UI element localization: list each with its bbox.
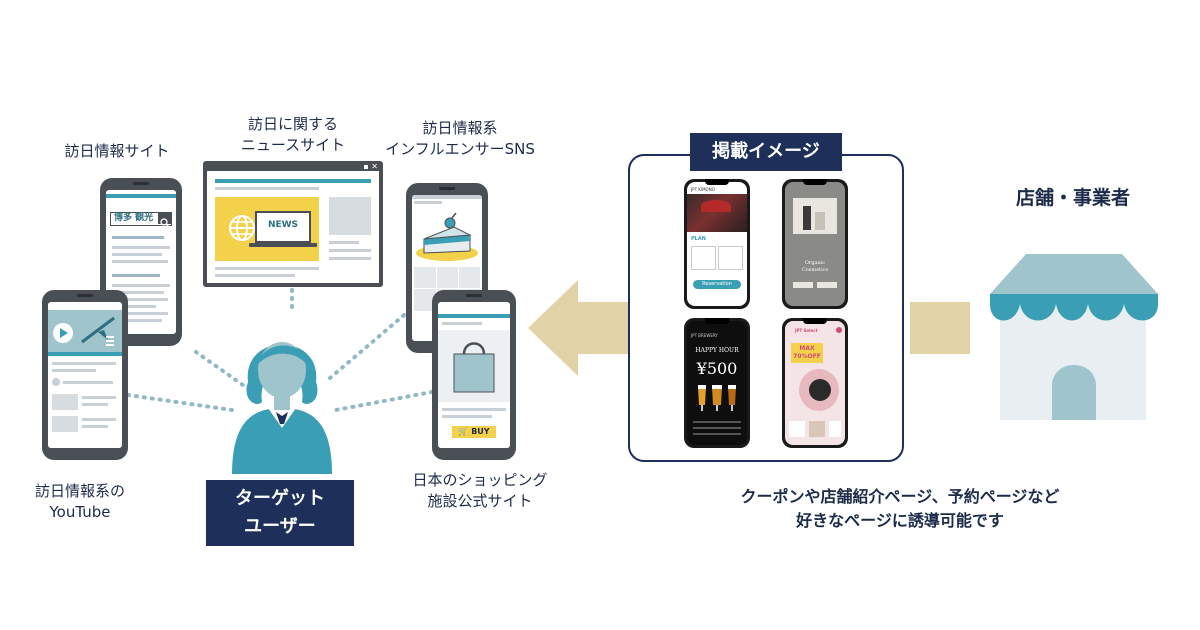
beer-glasses-icon xyxy=(698,385,736,411)
mock-cosmetics-page: Organic Cosmetics xyxy=(782,179,848,309)
play-icon xyxy=(53,323,73,343)
sns-phone xyxy=(406,183,488,353)
search-icon xyxy=(158,213,171,227)
cart-icon: 🛒 xyxy=(458,427,469,436)
mock-select-page: JPT Select MAX 70%OFF xyxy=(782,318,848,448)
cake-icon xyxy=(416,212,478,261)
search-bar: 博多 観光 xyxy=(110,212,172,227)
target-user-box: ターゲット ユーザー xyxy=(206,480,354,546)
shopping-bag-icon xyxy=(453,342,495,393)
listing-image-panel xyxy=(628,154,904,462)
search-text: 博多 観光 xyxy=(114,213,154,223)
mock-kimono-page: JPT KIMONO PLAN Reservation xyxy=(684,179,750,309)
sale-badge: MAX 70%OFF xyxy=(791,343,823,363)
flow-arrow xyxy=(528,280,970,376)
store-icon xyxy=(990,254,1158,420)
label-info-site: 訪日情報サイト xyxy=(64,142,170,160)
label-news-site: 訪日に関する ニュースサイト xyxy=(240,115,346,154)
youtube-phone xyxy=(42,290,128,460)
listing-image-title: 掲載イメージ xyxy=(690,133,842,171)
news-site-browser: ▪ ✕ NEWS xyxy=(203,161,383,287)
laptop-icon: NEWS xyxy=(255,211,311,243)
caption: クーポンや店舗紹介ページ、予約ページなど 好きなページに誘導可能です xyxy=(740,487,1060,530)
video-thumbnail xyxy=(48,310,122,352)
reservation-button: Reservation xyxy=(693,280,741,289)
mock-brewery-page: JPT BREWERY HAPPY HOUR ¥500 xyxy=(684,318,750,448)
user-figure-icon xyxy=(232,342,332,474)
window-controls: ▪ ✕ xyxy=(363,162,378,171)
cosmetics-title: Organic Cosmetics xyxy=(801,260,829,273)
label-youtube: 訪日情報系の YouTube xyxy=(34,482,125,521)
kimono-photo xyxy=(687,194,747,232)
globe-icon xyxy=(229,215,255,241)
news-hero: NEWS xyxy=(215,197,319,261)
shopping-phone: 🛒 BUY xyxy=(432,290,516,460)
airplane-icon xyxy=(81,316,115,346)
label-influencer-sns: 訪日情報系 インフルエンサーSNS xyxy=(385,119,535,158)
buy-button: 🛒 BUY xyxy=(452,426,496,438)
store-title: 店舗・事業者 xyxy=(1015,187,1130,209)
label-shopping-site: 日本のショッピング 施設公式サイト xyxy=(412,471,548,510)
